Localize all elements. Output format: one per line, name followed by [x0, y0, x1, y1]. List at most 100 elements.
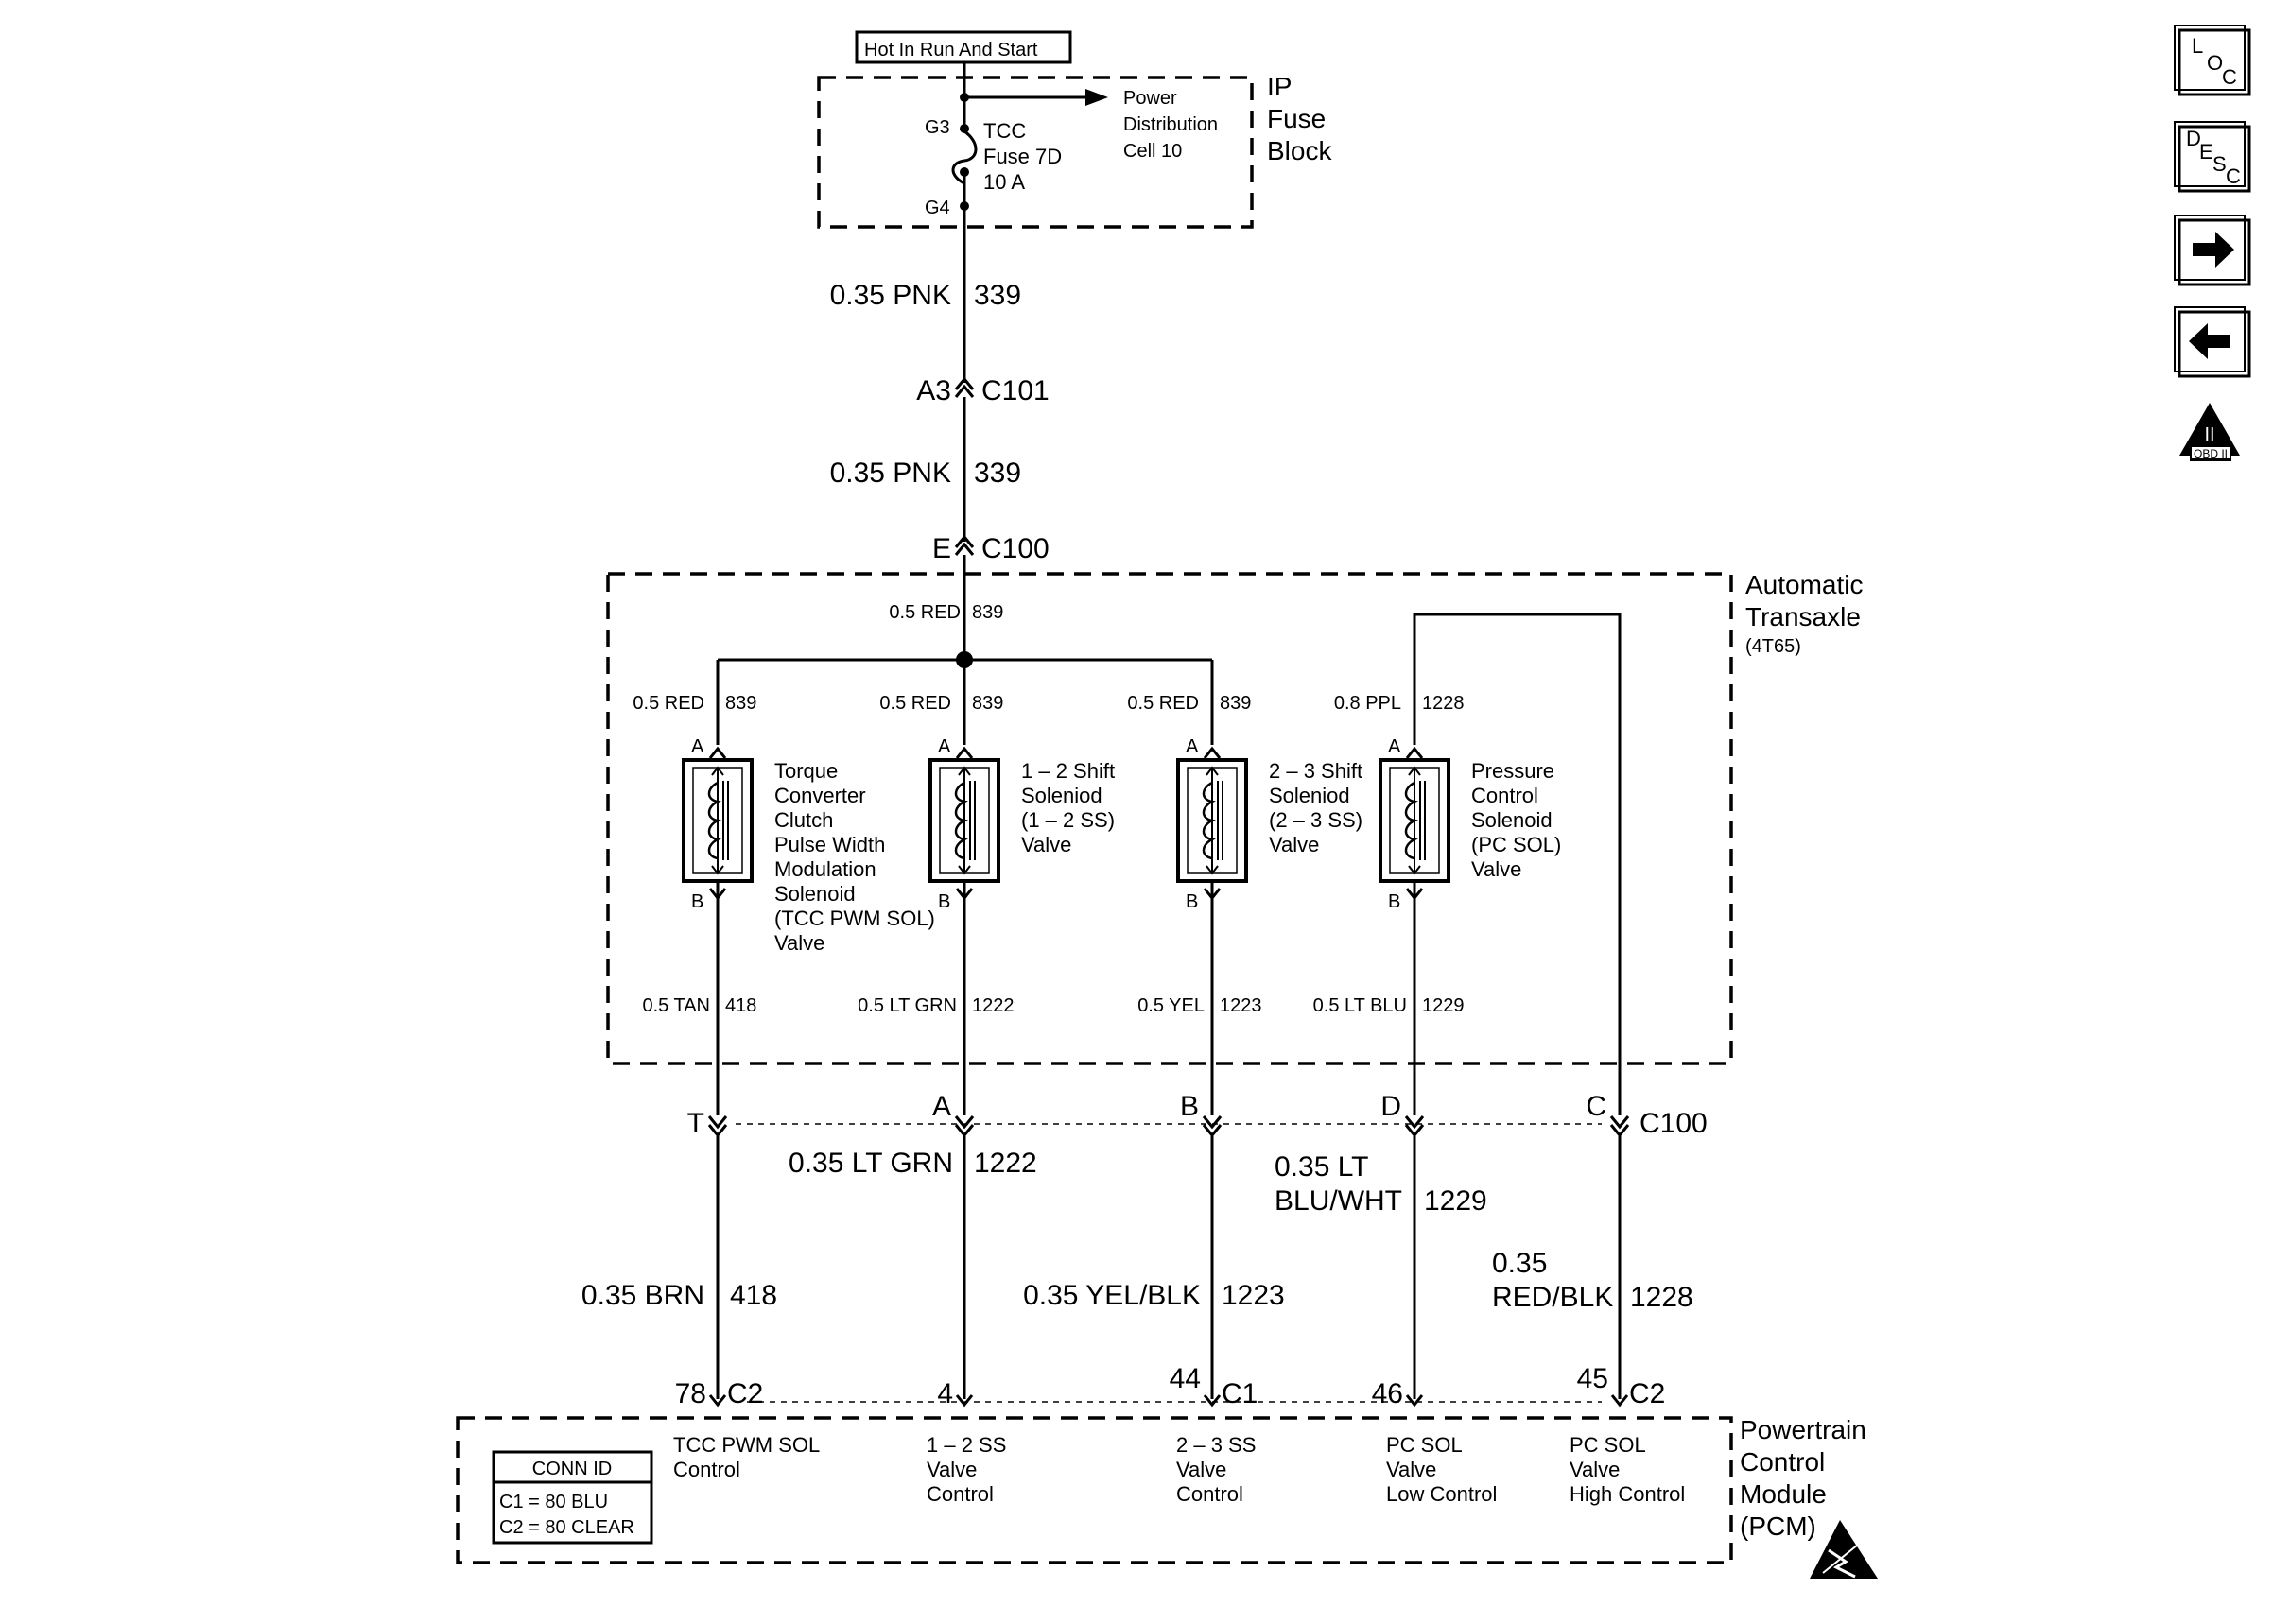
ip-fuse-block-title-line1: IP	[1267, 72, 1292, 101]
solenoid-input-circuit: 839	[972, 693, 1003, 714]
fuse-label-line2: Fuse 7D	[983, 145, 1062, 168]
automatic-transaxle: Automatic Transaxle (4T65) 0.5 RED 839 0…	[606, 570, 1864, 1115]
c100-lower-pin-T: T	[687, 1108, 728, 1139]
lower-wire-1229-spec-line2: BLU/WHT	[1275, 1185, 1402, 1217]
pcm-connector-name: C2	[727, 1378, 763, 1409]
c100-upper-connector-symbol	[954, 542, 975, 556]
solenoid-pin-b: B	[1388, 891, 1400, 912]
lower-wire-1228-spec-line2: RED/BLK	[1492, 1282, 1613, 1313]
transaxle-outline	[606, 572, 1733, 1065]
pcm-pin-label-line: Low Control	[1386, 1482, 1497, 1506]
pcm-title-line3: Module	[1740, 1479, 1827, 1509]
solenoid-output-circuit: 418	[725, 995, 756, 1016]
pcm-pin-label-line: Control	[673, 1458, 740, 1481]
c100-lower-pin-label: D	[1380, 1091, 1401, 1122]
pcm-connector-name: C2	[1629, 1378, 1665, 1409]
solenoid-label-line: 2 – 3 Shift	[1269, 759, 1362, 783]
trunk-wire-circuit: 839	[972, 602, 1003, 623]
lower-wire-1222-spec: 0.35 LT GRN	[789, 1148, 953, 1179]
pcm-pin-number: 44	[1170, 1363, 1201, 1394]
c100-lower-pin-label: T	[687, 1108, 704, 1139]
solenoid-pin-b: B	[938, 891, 950, 912]
pcm-pin-label-line: 2 – 3 SS	[1176, 1433, 1256, 1457]
pcm-outline	[456, 1416, 1733, 1564]
solenoid-label-line: (1 – 2 SS)	[1021, 808, 1115, 832]
solenoid-label-line: Solenoid	[1471, 808, 1553, 832]
solenoid-output-spec: 0.5 LT BLU	[1313, 995, 1407, 1016]
lower-wire-1229-spec-line1: 0.35 LT	[1275, 1151, 1369, 1183]
trunk-wire-spec: 0.5 RED	[889, 602, 961, 623]
c100-lower-pin-B: B	[1180, 1091, 1223, 1138]
solenoid-label-line: (2 – 3 SS)	[1269, 808, 1362, 832]
power-feed-section: Hot In Run And Start G3 G4 TCC Fuse 7D 1…	[817, 30, 1332, 229]
transaxle-model: (4T65)	[1745, 636, 1801, 657]
lower-wire-1228-spec-line1: 0.35	[1492, 1248, 1547, 1279]
conn-id-box	[492, 1450, 653, 1545]
pcm-pin-number: 4	[937, 1378, 953, 1409]
c101-connector-symbol	[954, 384, 975, 398]
pcm-pin-label-line: Valve	[1570, 1458, 1620, 1481]
pcm-title-line4: (PCM)	[1740, 1512, 1816, 1541]
obd-ii-icon	[2179, 403, 2240, 461]
back-button[interactable]	[2174, 306, 2251, 378]
solenoid-label-line: Clutch	[774, 808, 833, 832]
fuse-symbol	[951, 130, 978, 185]
coil-icon	[1202, 781, 1216, 860]
c100-lower-pin-A: A	[932, 1091, 975, 1138]
solenoid-label-line: Modulation	[774, 857, 876, 881]
lower-wire-1223-circuit: 1223	[1222, 1280, 1285, 1311]
obd-ii-button[interactable]: II OBD II	[2179, 403, 2240, 461]
solenoid-label-line: Solenoid	[774, 882, 856, 906]
feed-wire2-spec: 0.35 PNK	[830, 458, 951, 489]
c100-upper-pin: E	[932, 533, 951, 564]
conn-id-line2: C2 = 80 CLEAR	[499, 1517, 634, 1538]
solenoid-label-line: (TCC PWM SOL)	[774, 907, 935, 930]
solenoid-output-circuit: 1223	[1220, 995, 1262, 1016]
solenoid-label-line: Valve	[1269, 833, 1319, 856]
description-button-c: C	[2226, 164, 2241, 188]
pc-sol-high-loop	[1413, 613, 1622, 1115]
lower-wire-1228-circuit: 1228	[1630, 1282, 1693, 1313]
c100-lower-connector: C100	[1640, 1108, 1708, 1139]
location-button-c: C	[2222, 65, 2237, 89]
c100-upper-connector: C100	[981, 533, 1050, 564]
coil-icon	[707, 781, 721, 860]
esd-warning-icon	[1810, 1520, 1878, 1579]
g3-terminal: G3	[925, 117, 950, 138]
solenoid-pin-a: A	[1186, 736, 1199, 757]
description-button-d: D	[2186, 127, 2201, 150]
solenoid-pin-a: A	[691, 736, 704, 757]
solenoid-output-circuit: 1229	[1422, 995, 1465, 1016]
pcm-title-line1: Powertrain	[1740, 1415, 1866, 1444]
coil-icon	[954, 781, 968, 860]
pcm-pin-label-line: High Control	[1570, 1482, 1685, 1506]
pcm-pin-number: 45	[1577, 1363, 1608, 1394]
c100-lower-pin-D: D	[1380, 1091, 1425, 1138]
fuse-label-line3: 10 A	[983, 170, 1025, 194]
solenoid-label-line: Soleniod	[1269, 784, 1350, 807]
solenoid-pin-a: A	[1388, 736, 1401, 757]
solenoid-label-line: Torque	[774, 759, 838, 783]
power-distribution-line3: Cell 10	[1123, 141, 1182, 162]
description-button[interactable]: D E S C	[2174, 121, 2251, 193]
solenoid-label-line: Converter	[774, 784, 866, 807]
g4-terminal: G4	[925, 198, 950, 218]
pcm-pin-label-line: Valve	[927, 1458, 977, 1481]
solenoid-output-circuit: 1222	[972, 995, 1015, 1016]
location-button-o: O	[2207, 51, 2223, 75]
location-button[interactable]: L O C	[2174, 25, 2251, 96]
pcm-pin-label-line: 1 – 2 SS	[927, 1433, 1006, 1457]
conn-id-title: CONN ID	[532, 1459, 612, 1479]
ip-fuse-block-outline	[817, 76, 1254, 229]
pcm-pin-number: 78	[675, 1378, 706, 1409]
forward-button[interactable]	[2174, 215, 2251, 286]
lower-wires: 0.35 BRN 418 0.35 LT GRN 1222 0.35 YEL/B…	[581, 1136, 1693, 1399]
